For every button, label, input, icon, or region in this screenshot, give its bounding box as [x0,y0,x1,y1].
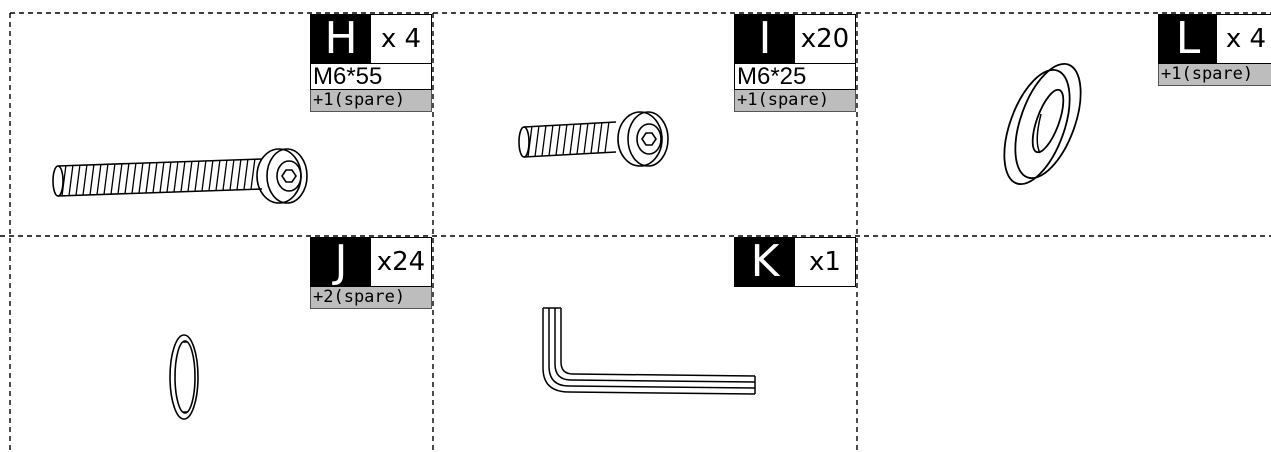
quantity: x1 [795,238,855,286]
quantity: x 4 [371,15,431,63]
part-letter: K [735,238,795,286]
part-label-l: L x 4 +1(spare) [1158,14,1271,86]
id-row: I x20 [734,14,856,64]
part-letter: J [311,238,371,286]
id-row: K x1 [734,237,856,287]
spare-label: +2(spare) [310,287,432,309]
part-label-h: H x 4 M6*55 +1(spare) [310,14,432,112]
quantity: x 4 [1217,15,1271,63]
size-label: M6*55 [310,64,432,90]
long-bolt-drawing [52,148,308,204]
lock-washer-drawing [169,334,199,420]
spare-label: +1(spare) [1158,64,1271,86]
quantity: x24 [371,238,431,286]
part-letter: H [311,15,371,63]
size-label: M6*25 [734,64,856,90]
part-label-k: K x1 [734,237,856,287]
short-bolt-drawing [518,111,669,167]
id-row: H x 4 [310,14,432,64]
spare-label: +1(spare) [310,90,432,112]
part-letter: L [1159,15,1217,63]
quantity: x20 [795,15,855,63]
spare-label: +1(spare) [734,90,856,112]
part-letter: I [735,15,795,63]
id-row: L x 4 [1158,14,1271,64]
flat-washer-drawing [1003,62,1082,186]
part-label-j: J x24 +2(spare) [310,237,432,309]
part-label-i: I x20 M6*25 +1(spare) [734,14,856,112]
allen-key-drawing [542,307,756,395]
id-row: J x24 [310,237,432,287]
